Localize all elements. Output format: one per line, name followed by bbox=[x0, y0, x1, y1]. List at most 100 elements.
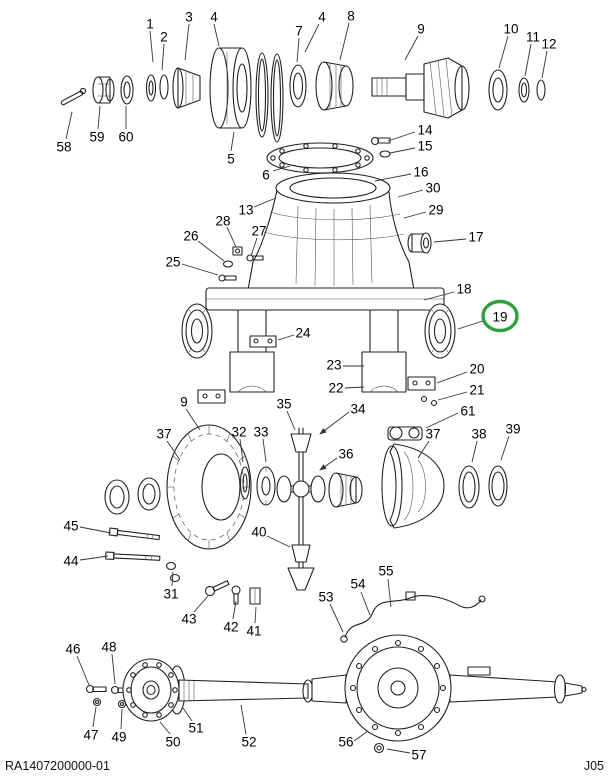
washer-11 bbox=[518, 77, 530, 103]
axle-housing-56 bbox=[311, 634, 587, 742]
callout-22[interactable]: 22 bbox=[328, 381, 343, 396]
callout-38[interactable]: 38 bbox=[471, 427, 486, 442]
callout-13[interactable]: 13 bbox=[238, 203, 253, 218]
leader-line-16 bbox=[374, 173, 412, 182]
oil-seal-7 bbox=[289, 64, 307, 108]
leader-line-58 bbox=[65, 111, 73, 140]
differential-group bbox=[104, 424, 508, 605]
callout-8[interactable]: 8 bbox=[347, 9, 355, 24]
callout-53[interactable]: 53 bbox=[318, 590, 333, 605]
callout-61[interactable]: 61 bbox=[460, 404, 475, 419]
callout-7[interactable]: 7 bbox=[295, 24, 303, 39]
callout-43[interactable]: 43 bbox=[181, 612, 196, 627]
callout-36[interactable]: 36 bbox=[338, 447, 353, 462]
callout-35[interactable]: 35 bbox=[276, 397, 291, 412]
callout-27[interactable]: 27 bbox=[251, 224, 266, 239]
callout-10[interactable]: 10 bbox=[503, 22, 518, 37]
callout-42[interactable]: 42 bbox=[223, 620, 238, 635]
callout-26[interactable]: 26 bbox=[183, 229, 198, 244]
callout-14[interactable]: 14 bbox=[417, 123, 433, 138]
hub-flange-50 bbox=[122, 658, 180, 722]
leader-line-3 bbox=[184, 23, 190, 61]
leader-line-17 bbox=[433, 238, 467, 243]
callout-9[interactable]: 9 bbox=[417, 22, 425, 37]
callout-60[interactable]: 60 bbox=[118, 130, 133, 145]
callout-52[interactable]: 52 bbox=[241, 735, 256, 750]
callout-2[interactable]: 2 bbox=[160, 30, 168, 45]
callout-41[interactable]: 41 bbox=[246, 624, 261, 639]
callout-12[interactable]: 12 bbox=[541, 37, 556, 52]
callout-19[interactable]: 19 bbox=[492, 310, 507, 325]
bearing-cup-37-left-b bbox=[137, 477, 161, 511]
axle-shaft-52 bbox=[178, 679, 314, 703]
leader-line-15 bbox=[389, 147, 416, 154]
callout-32[interactable]: 32 bbox=[231, 425, 246, 440]
footer: RA1407200000-01 J05 bbox=[5, 759, 604, 773]
callout-18[interactable]: 18 bbox=[456, 282, 471, 297]
callout-17[interactable]: 17 bbox=[468, 230, 483, 245]
callout-49[interactable]: 49 bbox=[111, 730, 126, 745]
leader-line-38 bbox=[471, 440, 478, 463]
callout-56[interactable]: 56 bbox=[338, 735, 353, 750]
callout-47[interactable]: 47 bbox=[83, 728, 98, 743]
callout-25[interactable]: 25 bbox=[165, 255, 180, 270]
callout-55[interactable]: 55 bbox=[378, 564, 393, 579]
washer-10 bbox=[488, 69, 508, 111]
leader-line-8 bbox=[339, 22, 350, 61]
leader-line-33 bbox=[262, 438, 267, 463]
callout-34[interactable]: 34 bbox=[350, 402, 366, 417]
cotter-screw bbox=[60, 87, 87, 106]
callout-59[interactable]: 59 bbox=[89, 130, 104, 145]
callout-40[interactable]: 40 bbox=[251, 525, 266, 540]
callout-16[interactable]: 16 bbox=[413, 165, 428, 180]
bolt-43 bbox=[204, 580, 230, 597]
callout-57[interactable]: 57 bbox=[411, 748, 426, 763]
callout-45[interactable]: 45 bbox=[63, 519, 78, 534]
callout-37-2[interactable]: 37 bbox=[425, 427, 440, 442]
washer-60 bbox=[120, 75, 134, 105]
callout-11[interactable]: 11 bbox=[526, 30, 540, 45]
leader-line-40 bbox=[266, 535, 291, 548]
callout-20[interactable]: 20 bbox=[469, 362, 484, 377]
washer-1 bbox=[145, 74, 157, 102]
leader-line-4 bbox=[304, 23, 320, 53]
callout-23[interactable]: 23 bbox=[326, 358, 341, 373]
callout-39[interactable]: 39 bbox=[505, 422, 520, 437]
callout-1[interactable]: 1 bbox=[146, 17, 154, 32]
callout-21[interactable]: 21 bbox=[469, 383, 484, 398]
leader-line-34 bbox=[319, 411, 350, 435]
callout-6[interactable]: 6 bbox=[262, 168, 270, 183]
leader-line-43 bbox=[193, 595, 209, 613]
callout-50[interactable]: 50 bbox=[165, 735, 180, 750]
bearing-left bbox=[181, 303, 213, 359]
callout-4-2[interactable]: 4 bbox=[318, 10, 326, 25]
callout-51[interactable]: 51 bbox=[188, 721, 203, 736]
carrier-housing-13 bbox=[247, 172, 415, 291]
callout-48[interactable]: 48 bbox=[101, 640, 116, 655]
callout-44[interactable]: 44 bbox=[63, 554, 79, 569]
callout-5[interactable]: 5 bbox=[227, 152, 235, 167]
callout-24[interactable]: 24 bbox=[295, 326, 311, 341]
callout-4[interactable]: 4 bbox=[210, 10, 218, 25]
callout-46[interactable]: 46 bbox=[65, 642, 80, 657]
callout-31[interactable]: 31 bbox=[163, 587, 178, 602]
callout-3[interactable]: 3 bbox=[185, 10, 193, 25]
leader-line-18 bbox=[423, 291, 455, 301]
leader-line-39 bbox=[500, 435, 510, 461]
callout-30[interactable]: 30 bbox=[425, 181, 440, 196]
callout-54[interactable]: 54 bbox=[350, 577, 366, 592]
leader-line-1 bbox=[149, 30, 154, 63]
bolt-46 bbox=[85, 684, 107, 694]
callout-28[interactable]: 28 bbox=[215, 214, 230, 229]
washers-31 bbox=[165, 561, 181, 583]
callout-9-2[interactable]: 9 bbox=[180, 395, 188, 410]
callout-15[interactable]: 15 bbox=[417, 139, 432, 154]
callout-33[interactable]: 33 bbox=[253, 425, 268, 440]
pinion-bearing-8 bbox=[315, 61, 354, 111]
callout-29[interactable]: 29 bbox=[428, 203, 443, 218]
leader-line-28 bbox=[226, 226, 237, 248]
callout-58[interactable]: 58 bbox=[56, 140, 71, 155]
callout-37[interactable]: 37 bbox=[156, 427, 171, 442]
